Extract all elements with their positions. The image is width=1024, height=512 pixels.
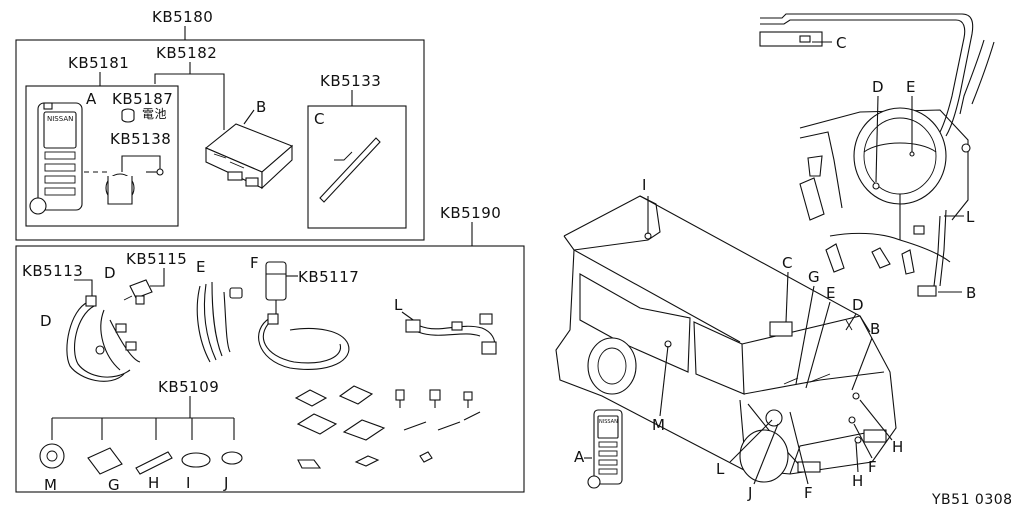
control-unit-icon — [204, 123, 294, 190]
label-kb5187: KB5187 — [112, 90, 173, 108]
label-D-harness-left: D — [40, 312, 52, 330]
label-D-van: D — [852, 296, 864, 314]
label-A-inner: A — [86, 90, 97, 108]
label-F-van-bottom: F — [804, 484, 813, 502]
label-B-van: B — [870, 320, 881, 338]
label-H-van-low: H — [852, 472, 864, 490]
harness-l-icon — [405, 313, 497, 355]
label-kb5115: KB5115 — [126, 250, 187, 268]
label-D-interior: D — [872, 78, 884, 96]
door-harness-icon — [66, 295, 141, 382]
label-C-interior: C — [836, 34, 847, 52]
label-kb5138: KB5138 — [110, 130, 171, 148]
kb5190-frame — [15, 245, 525, 493]
clip-parts-icon — [39, 443, 243, 475]
label-kb5117: KB5117 — [298, 268, 359, 286]
remote-key-small-icon: NISSAN — [587, 409, 623, 489]
label-G-clip: G — [108, 476, 120, 494]
label-L-van: L — [716, 460, 725, 478]
label-L-interior: L — [966, 208, 975, 226]
label-F-kb5117: F — [250, 254, 259, 272]
label-M-van: M — [652, 416, 665, 434]
label-C-antenna: C — [314, 110, 325, 128]
label-C-van: C — [782, 254, 793, 272]
kb5180-frame — [15, 39, 425, 241]
sensor-plug-icon — [258, 261, 350, 370]
label-E-van: E — [826, 284, 836, 302]
battery-icon — [121, 108, 135, 123]
label-L-harness: L — [394, 296, 403, 314]
label-H-van-right: H — [892, 438, 904, 456]
battery-label: 電池 — [142, 107, 167, 121]
label-H-clip: H — [148, 474, 160, 492]
remote-key-icon: NISSAN — [29, 102, 83, 215]
switch-connector-icon — [123, 279, 153, 305]
label-kb5113: KB5113 — [22, 262, 83, 280]
label-kb5180: KB5180 — [152, 8, 213, 26]
label-B-module: B — [256, 98, 267, 116]
label-kb5190: KB5190 — [440, 204, 501, 222]
label-F-van-right: F — [868, 458, 877, 476]
clips-and-pads-icon — [294, 385, 481, 469]
label-kb5182: KB5182 — [156, 44, 217, 62]
van-callouts: I C G E D B M L J F H F H A NISSAN — [574, 176, 904, 502]
kb5181-frame — [25, 85, 179, 227]
label-J-clip: J — [223, 474, 229, 492]
label-kb5181: KB5181 — [68, 54, 129, 72]
antenna-icon — [319, 137, 381, 203]
label-J-van: J — [747, 484, 753, 502]
label-G-van: G — [808, 268, 820, 286]
holder-bracket-icon — [105, 168, 164, 205]
nissan-logo-small: NISSAN — [599, 419, 618, 425]
kb5180-group: KB5180 KB5182 KB5181 A NISSAN KB5187 — [15, 8, 425, 241]
diagram-code: YB51 0308 — [931, 492, 1013, 508]
label-E-harness: E — [196, 258, 206, 276]
label-M-clip: M — [44, 476, 57, 494]
harness-e-icon — [196, 281, 243, 363]
kb5133-frame — [307, 105, 407, 229]
kb5190-group: KB5190 KB5113 D KB5115 D E — [15, 204, 525, 494]
label-B-interior: B — [966, 284, 977, 302]
label-kb5133: KB5133 — [320, 72, 381, 90]
label-E-interior: E — [906, 78, 916, 96]
label-A-van: A — [574, 448, 585, 466]
label-I-clip: I — [186, 474, 191, 492]
label-I-van: I — [642, 176, 647, 194]
label-kb5109: KB5109 — [158, 378, 219, 396]
nissan-logo-text: NISSAN — [47, 115, 73, 123]
interior-illustration: C D E L B — [759, 13, 995, 302]
label-D-kb5115: D — [104, 264, 116, 282]
